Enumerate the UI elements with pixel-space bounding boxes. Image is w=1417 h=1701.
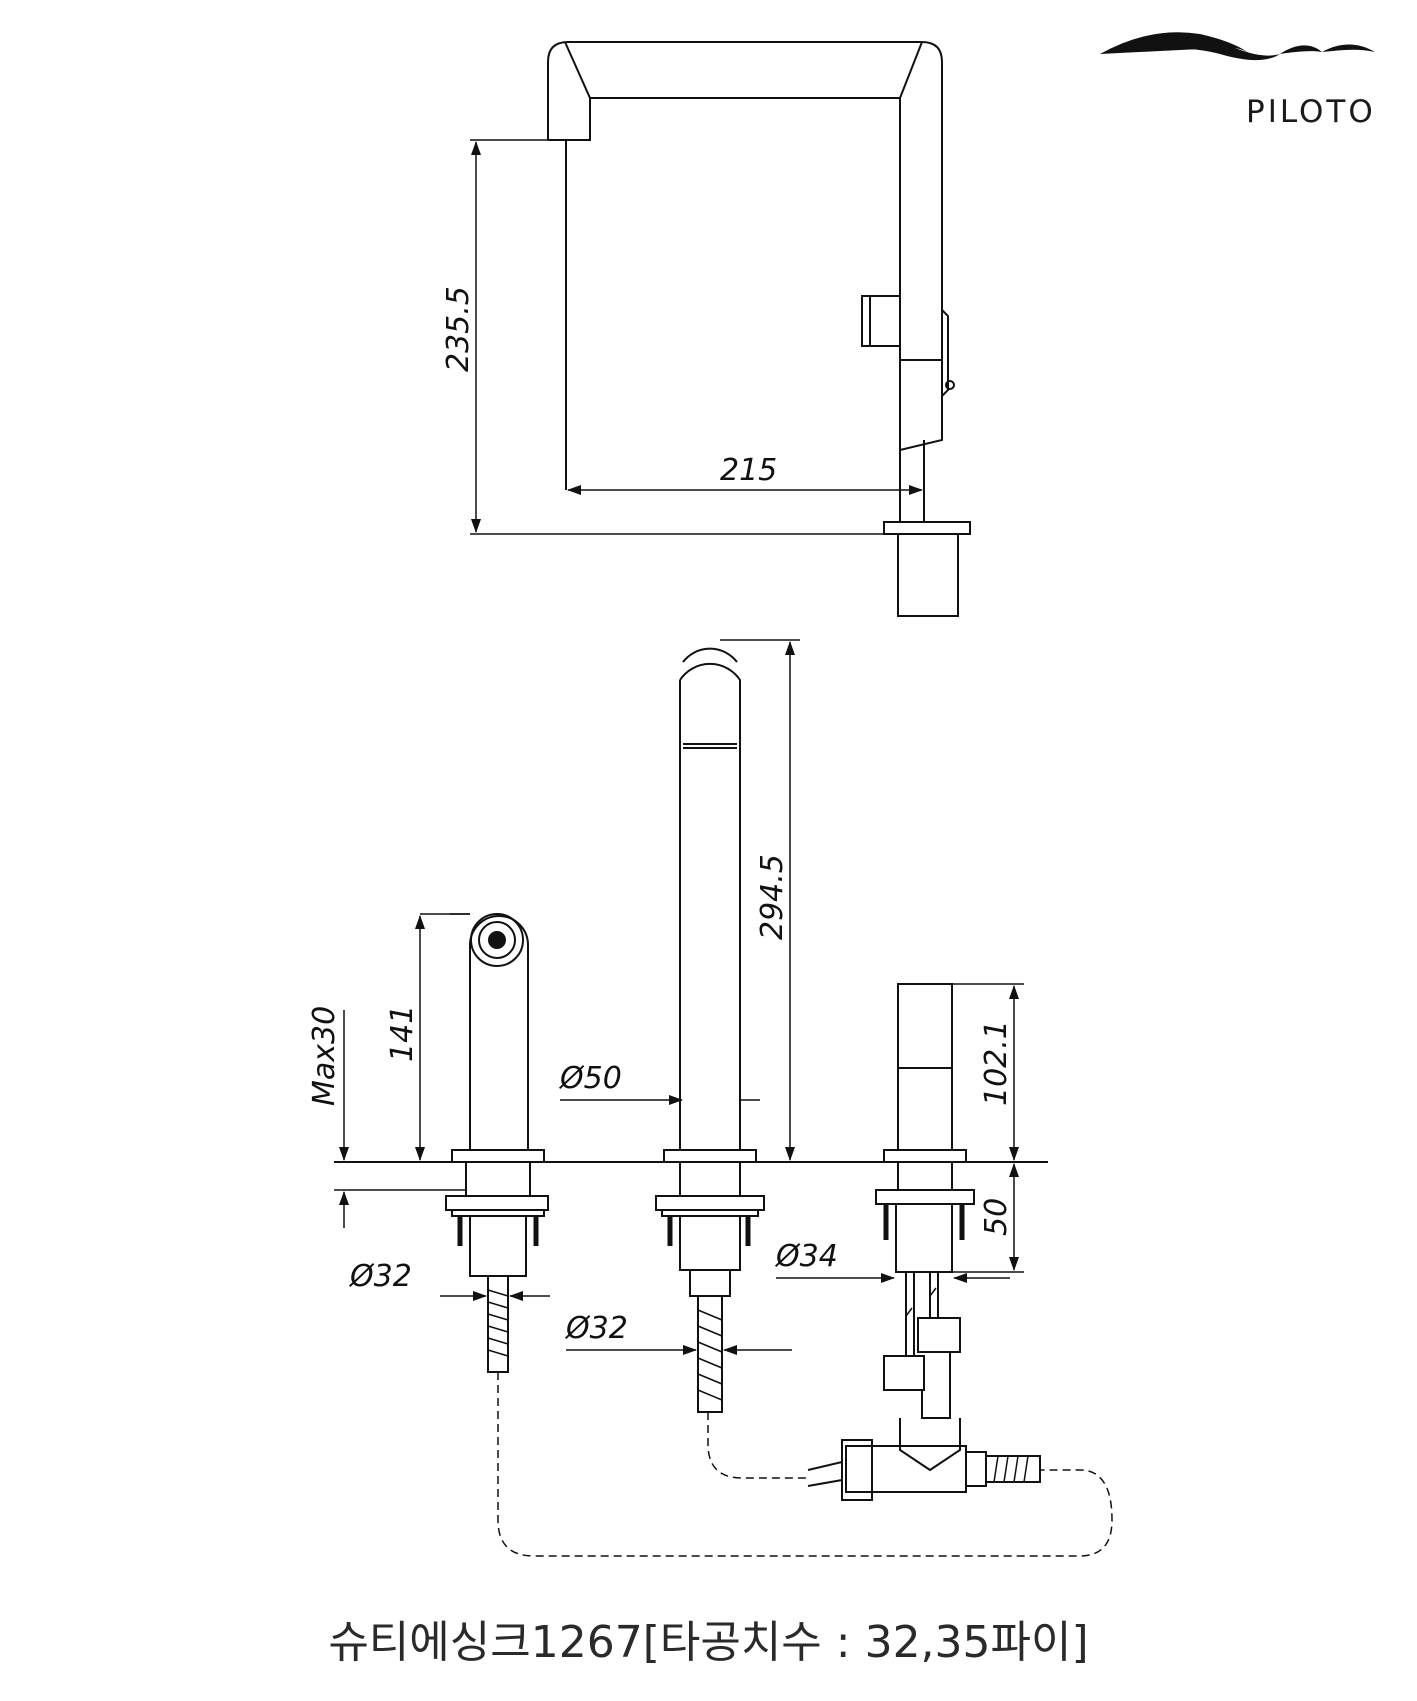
top-view xyxy=(470,41,971,617)
middle-braided-hose xyxy=(697,1296,723,1413)
front-view xyxy=(334,639,1113,1557)
handshower-body xyxy=(469,945,529,1150)
piloto-wave-logo-icon xyxy=(1100,32,1375,61)
right-hot-connector xyxy=(917,1317,961,1353)
t-valve-outlet xyxy=(986,1455,1041,1483)
spout-tip xyxy=(548,98,591,141)
dim-middle-hole: Ø32 xyxy=(564,1311,628,1346)
dim-right-hole: Ø34 xyxy=(774,1239,838,1274)
dim-height-235-5: 235.5 xyxy=(441,286,476,372)
spout-arm-inner xyxy=(564,41,923,99)
top-base-body xyxy=(897,533,959,617)
handshower-head-icon xyxy=(470,913,524,967)
dim-deck-max: Max30 xyxy=(307,1006,342,1106)
spout-arm-outline xyxy=(547,41,943,370)
dim-spout-diameter: Ø50 xyxy=(558,1061,622,1096)
spout-column xyxy=(679,662,741,1150)
dim-under-deck: 50 xyxy=(979,1198,1014,1236)
t-valve-stem xyxy=(899,1418,961,1472)
dim-spout-height: 294.5 xyxy=(755,854,790,940)
brand-name: PILOTO xyxy=(1246,94,1376,130)
dim-reach-215: 215 xyxy=(720,453,777,488)
drawing-caption: 슈티에싱크1267[타공치수 : 32,35파이] xyxy=(328,1617,1089,1668)
dim-left-hole: Ø32 xyxy=(348,1259,412,1294)
hose-dashed-left xyxy=(497,1372,1113,1557)
dim-lever-height: 102.1 xyxy=(979,1020,1014,1106)
control-button-icon xyxy=(861,295,901,347)
dim-handshower-height: 141 xyxy=(385,1005,420,1062)
top-base-plate xyxy=(883,521,971,535)
hose-dashed-middle xyxy=(707,1412,806,1479)
right-cold-connector xyxy=(883,1355,925,1391)
